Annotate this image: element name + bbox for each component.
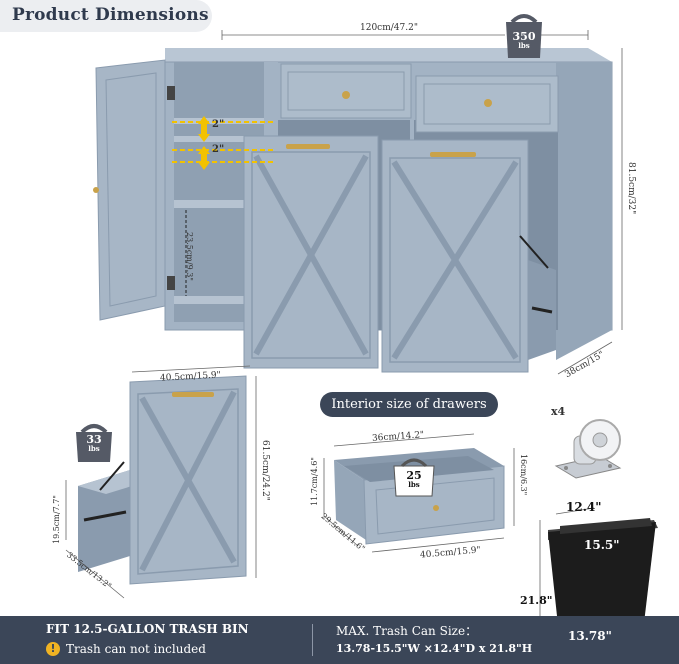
main-cabinet-illustration (93, 48, 613, 373)
shelf-gap-bottom-label: 2" (212, 144, 225, 155)
shelf-gap-top-label: 2" (212, 119, 225, 130)
trash-can-top-depth-label: 12.4" (566, 500, 602, 514)
trash-can-height-label: 21.8" (520, 594, 553, 607)
drawer-weight-unit: lbs (408, 480, 420, 489)
title-banner: Product Dimensions (0, 0, 212, 32)
caster-quantity-label: x4 (551, 405, 566, 418)
drawer-weight-value: 25 (406, 469, 422, 482)
caster-wheel-illustration (554, 419, 622, 479)
trash-can-bottom-width-label: 13.78" (568, 629, 612, 643)
drawer-outer-height-label: 16cm/6.3" (519, 454, 528, 496)
cabinet-weight-value: 350 (512, 30, 536, 43)
trash-not-included-text: Trash can not included (66, 642, 206, 656)
weight-350-icon (506, 14, 542, 58)
trash-can-top-width-label: 15.5" (584, 538, 620, 552)
drawer-interior-section-label: Interior size of drawers (320, 392, 498, 417)
max-trash-size-label: MAX. Trash Can Size： (336, 624, 478, 638)
cabinet-weight-badge: 350 lbs (506, 31, 542, 50)
cabinet-height-label: 81.5cm/32" (626, 162, 636, 215)
shelf-height-label: 23.5cm/9.3" (185, 232, 194, 281)
shelf-gap-arrows (172, 116, 276, 170)
drawer-inner-height-label: 11.7cm/4.6" (310, 457, 319, 506)
tilt-bin-weight-value: 33 (86, 433, 102, 446)
max-trash-size-value: 13.78-15.5"W ×12.4"D x 21.8"H (336, 642, 533, 655)
tilt-bin-weight-unit: lbs (88, 444, 100, 453)
warning-icon: ! (46, 642, 60, 656)
weight-25-icon (393, 458, 435, 497)
tilt-bin-weight-badge: 33 lbs (76, 434, 112, 453)
trash-can-notice: ! Trash can not included (46, 642, 206, 656)
tilt-bin-inner-height-label: 19.5cm/7.7" (52, 495, 61, 544)
page-title: Product Dimensions (12, 5, 209, 25)
weight-33-icon (76, 424, 112, 462)
tilt-bin-height-label: 61.5cm/24.2" (260, 440, 270, 501)
tilt-bin-illustration (78, 375, 247, 585)
drawer-weight-badge: 25 lbs (396, 470, 432, 489)
cabinet-width-label: 120cm/47.2" (360, 23, 418, 33)
trash-can-illustration (548, 518, 658, 644)
fit-trash-bin-label: FIT 12.5-GALLON TRASH BIN (46, 622, 249, 636)
cabinet-weight-unit: lbs (518, 41, 530, 50)
footer-bar: FIT 12.5-GALLON TRASH BIN ! Trash can no… (0, 616, 679, 664)
footer-divider (312, 624, 313, 656)
